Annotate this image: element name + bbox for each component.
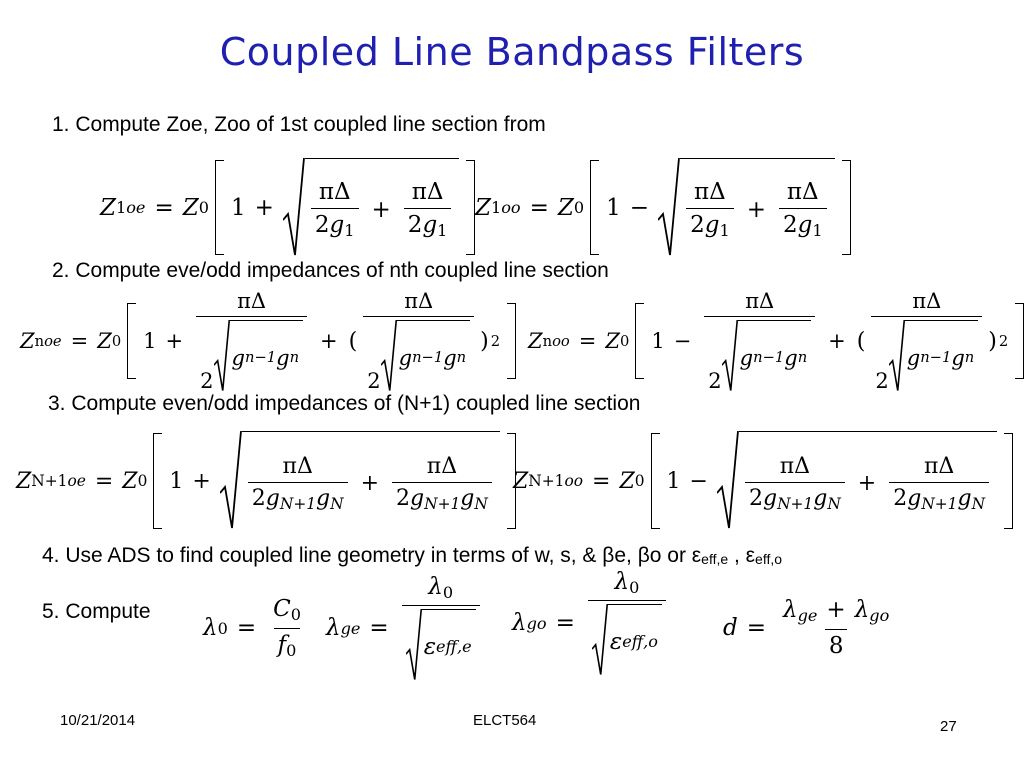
right-bracket <box>841 160 851 255</box>
radical-sign <box>658 158 680 258</box>
footer-date: 10/21/2014 <box>60 712 136 729</box>
radical-sign <box>722 320 738 393</box>
left-bracket <box>590 160 600 255</box>
radical-sign <box>717 431 739 531</box>
slide-title: Coupled Line Bandpass Filters <box>219 30 805 74</box>
left-bracket <box>214 160 224 255</box>
radical-sign <box>214 320 230 393</box>
radical-sign <box>406 609 422 682</box>
right-bracket <box>466 160 476 255</box>
right-bracket <box>1004 433 1014 529</box>
left-bracket <box>153 433 163 529</box>
footer-page-number: 27 <box>940 718 957 735</box>
right-bracket <box>1015 303 1024 379</box>
radical-sign <box>889 320 905 393</box>
footer-course: ELCT564 <box>473 712 537 729</box>
right-bracket <box>506 433 516 529</box>
radical-sign <box>592 604 608 677</box>
right-bracket <box>507 303 517 379</box>
step-2-text: 2. Compute eve/odd impedances of nth cou… <box>52 259 609 282</box>
step-4-text: 4. Use ADS to find coupled line geometry… <box>42 544 783 567</box>
left-bracket <box>635 303 645 379</box>
step-3-text: 3. Compute even/odd impedances of (N+1) … <box>48 392 641 415</box>
radical-sign <box>220 431 242 531</box>
step-1-text: 1. Compute Zoe, Zoo of 1st coupled line … <box>52 113 546 136</box>
step-5-text: 5. Compute <box>42 600 151 623</box>
left-bracket <box>127 303 137 379</box>
left-bracket <box>650 433 660 529</box>
radical-sign <box>283 158 305 258</box>
radical-sign <box>381 320 397 393</box>
